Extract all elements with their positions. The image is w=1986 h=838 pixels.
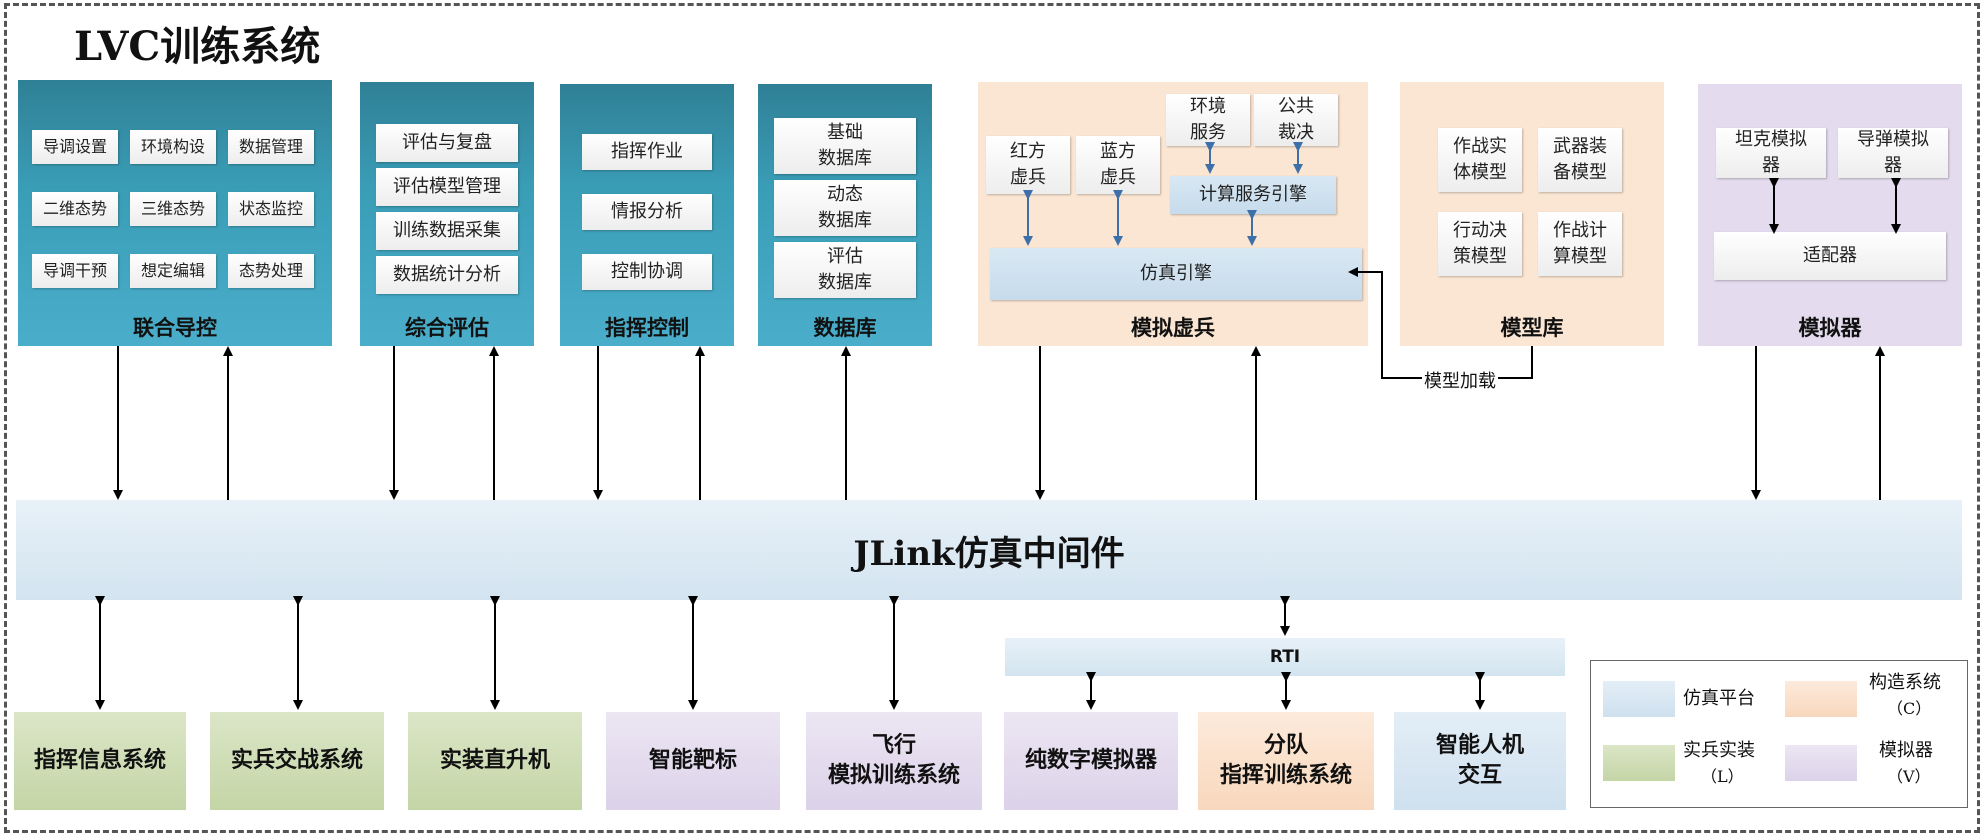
box-xunlian-caiji: 训练数据采集 <box>376 212 518 250</box>
box-taishi-chuli: 态势处理 <box>228 254 314 288</box>
system-chun-shuzi-moniqi: 纯数字模拟器 <box>1004 712 1178 810</box>
outer-frame <box>4 3 1980 833</box>
box-xingdong-juece: 行动决 策模型 <box>1438 212 1522 276</box>
system-shibing-jiaozhan: 实兵交战系统 <box>210 712 384 810</box>
legend-swatch-construct <box>1785 681 1857 717</box>
box-kongzhi-xietiao: 控制协调 <box>582 254 712 290</box>
module-label: 联合导控 <box>133 316 217 340</box>
module-label: 指挥控制 <box>605 316 689 340</box>
box-daodiao-ganyu: 导调干预 <box>32 254 118 288</box>
system-shizhuang-zhishengji: 实装直升机 <box>408 712 582 810</box>
box-lanfang-xubing: 蓝方 虚兵 <box>1076 136 1160 194</box>
module-lianhe-daokong: 导调设置 环境构设 数据管理 二维态势 三维态势 状态监控 导调干预 想定编辑 … <box>18 80 332 346</box>
box-pinggu-fupan: 评估与复盘 <box>376 124 518 162</box>
module-label: 数据库 <box>813 316 877 340</box>
box-huanjing-fuwu: 环境 服务 <box>1166 94 1250 146</box>
box-daodan-moniqi: 导弹模拟 器 <box>1838 128 1948 178</box>
model-load-connector <box>1348 267 1533 379</box>
system-zhihui-xinxi: 指挥信息系统 <box>14 712 186 810</box>
box-zhihui-zuoye: 指挥作业 <box>582 134 712 170</box>
box-hongfang-xubing: 红方 虚兵 <box>986 136 1070 194</box>
legend-swatch-sim-platform <box>1603 681 1675 717</box>
system-fendui-zhihui: 分队 指挥训练系统 <box>1198 712 1374 810</box>
module-shujuku: 基础 数据库 动态 数据库 评估 数据库 数据库 <box>758 84 932 346</box>
box-daodiao-shezhi: 导调设置 <box>32 130 118 164</box>
legend-label-live: 实兵实装 <box>1683 740 1755 761</box>
box-pinggu-moxing: 评估模型管理 <box>376 168 518 206</box>
jlink-middleware-bar: JLink仿真中间件 <box>16 500 1962 600</box>
legend-label-construct: 构造系统 <box>1869 672 1941 693</box>
box-jisuan-fuwu-yinqing: 计算服务引擎 <box>1170 176 1336 214</box>
box-zuozhan-shiti: 作战实 体模型 <box>1438 128 1522 192</box>
box-fangzhen-yinqing: 仿真引擎 <box>990 248 1362 300</box>
box-jichu-shujuku: 基础 数据库 <box>774 118 916 174</box>
box-erwei-taishi: 二维态势 <box>32 192 118 226</box>
box-huanjing-goushe: 环境构设 <box>130 130 216 164</box>
box-shipeiqi: 适配器 <box>1714 232 1946 280</box>
box-zhuangtai-jiankong: 状态监控 <box>228 192 314 226</box>
box-shuju-tongji: 数据统计分析 <box>376 256 518 294</box>
box-gonggong-caijue: 公共 裁决 <box>1254 94 1338 146</box>
module-label: 综合评估 <box>405 316 489 340</box>
box-tanke-moniqi: 坦克模拟 器 <box>1716 128 1826 178</box>
box-sanwei-taishi: 三维态势 <box>130 192 216 226</box>
box-shuju-guanli: 数据管理 <box>228 130 314 164</box>
legend-sub-simulator: （V） <box>1887 767 1931 786</box>
box-dongtai-shujuku: 动态 数据库 <box>774 180 916 236</box>
module-zonghe-pinggu: 评估与复盘 评估模型管理 训练数据采集 数据统计分析 综合评估 <box>360 82 534 346</box>
module-moxingku: 作战实 体模型 武器装 备模型 行动决 策模型 作战计 算模型 模型库 <box>1400 82 1664 346</box>
module-label: 模拟虚兵 <box>1131 316 1215 340</box>
box-pinggu-shujuku: 评估 数据库 <box>774 242 916 298</box>
legend-swatch-simulator <box>1785 745 1857 781</box>
legend-sub-construct: （C） <box>1887 699 1932 718</box>
module-label: 模型库 <box>1500 316 1564 340</box>
box-qingbao-fenxi: 情报分析 <box>582 194 712 230</box>
diagram-title: LVC训练系统 <box>74 23 321 70</box>
system-zhineng-renji: 智能人机 交互 <box>1394 712 1566 810</box>
box-xiangding-bianji: 想定编辑 <box>130 254 216 288</box>
legend-swatch-live <box>1603 745 1675 781</box>
legend-label-sim-platform: 仿真平台 <box>1683 688 1755 709</box>
legend-sub-live: （L） <box>1701 767 1744 786</box>
legend: 仿真平台 构造系统 （C） 实兵实装 （L） 模拟器 （V） <box>1590 660 1968 808</box>
rti-bar: RTI <box>1005 638 1565 676</box>
module-zhihui-kongzhi: 指挥作业 情报分析 控制协调 指挥控制 <box>560 84 734 346</box>
legend-label-simulator: 模拟器 <box>1879 740 1933 761</box>
box-zuozhan-jisuan: 作战计 算模型 <box>1538 212 1622 276</box>
module-moniqi: 坦克模拟 器 导弹模拟 器 适配器 模拟器 <box>1698 84 1962 346</box>
system-feixing-moni: 飞行 模拟训练系统 <box>806 712 982 810</box>
model-load-label: 模型加载 <box>1422 367 1498 393</box>
module-moni-xubing: 红方 虚兵 蓝方 虚兵 环境 服务 公共 裁决 计算服务引擎 仿真引擎 模拟虚兵 <box>978 82 1368 346</box>
box-wuqi-zhuangbei: 武器装 备模型 <box>1538 128 1622 192</box>
system-zhineng-bazhi: 智能靶标 <box>606 712 780 810</box>
module-label: 模拟器 <box>1798 316 1862 340</box>
